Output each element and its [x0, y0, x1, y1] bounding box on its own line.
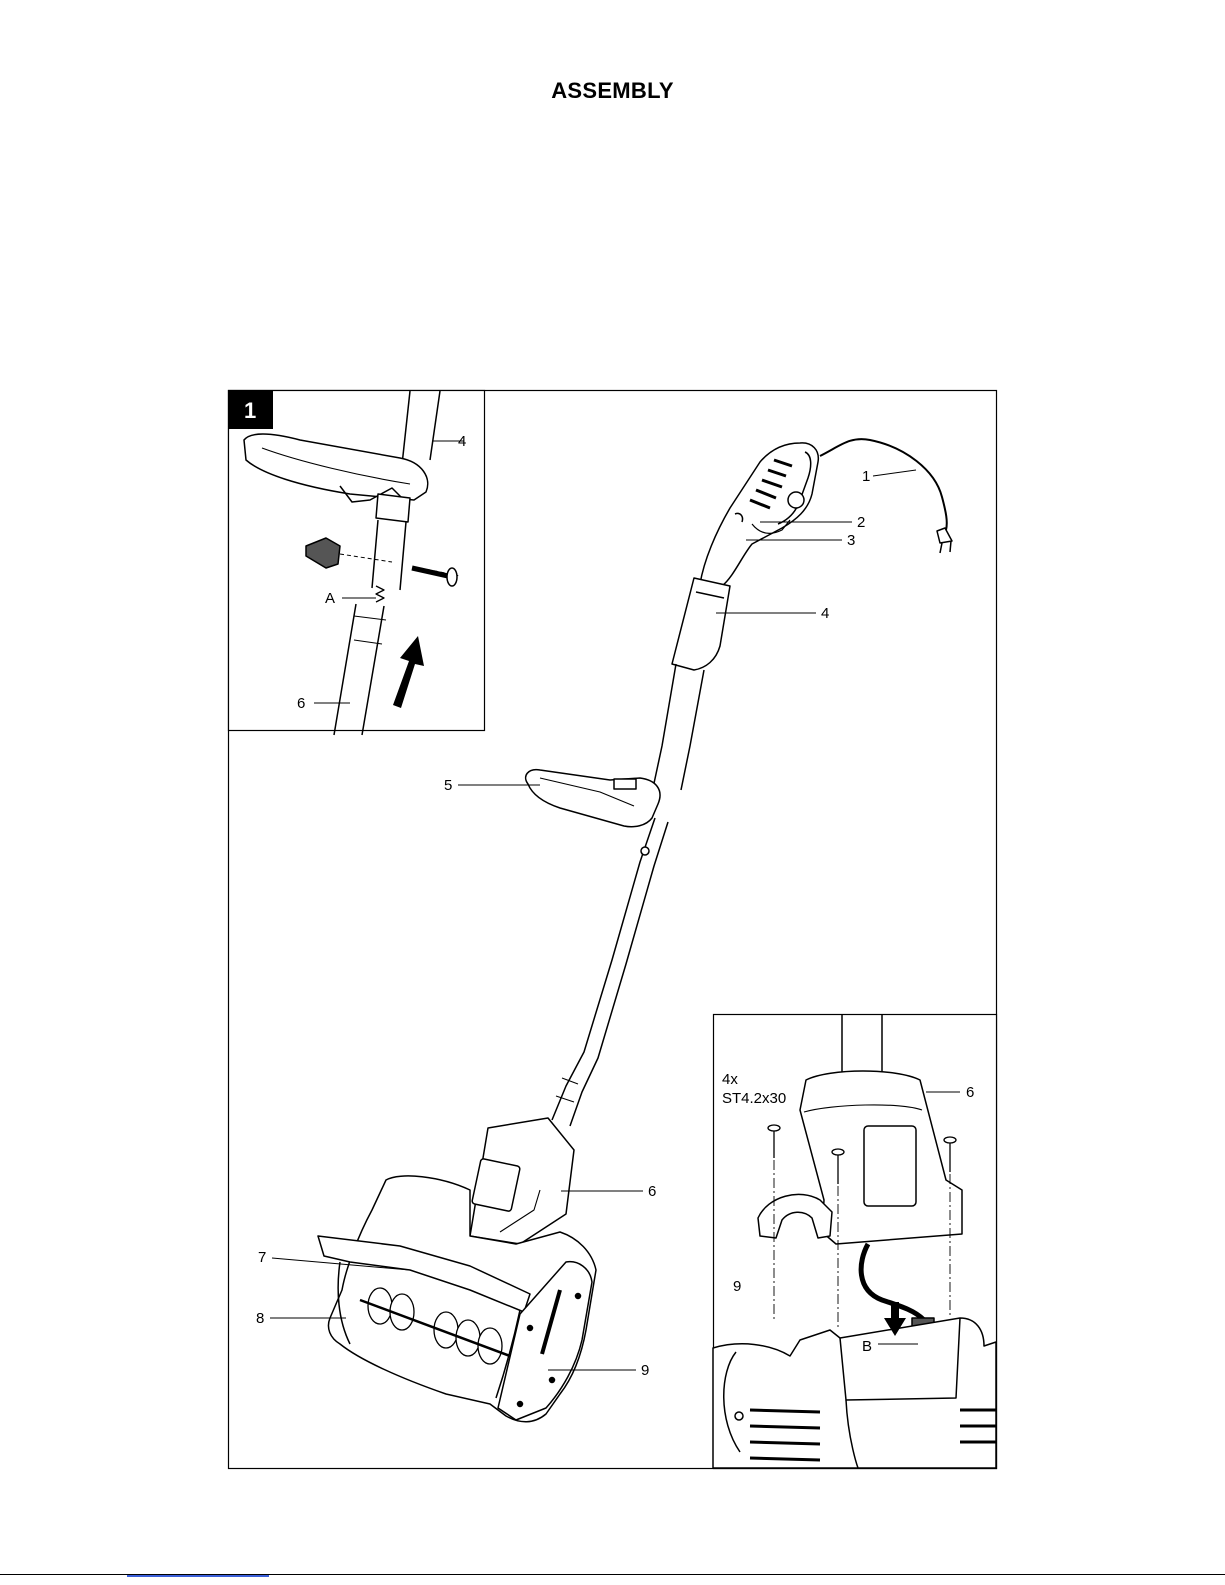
label-trigger: 3 — [847, 532, 855, 549]
inset-motor-cover-assembly — [713, 1015, 997, 1469]
inset-label-screw-spec: ST4.2x30 — [722, 1090, 786, 1107]
label-chute: 7 — [258, 1249, 266, 1266]
step-number: 1 — [244, 398, 256, 423]
label-upper-handle: 4 — [821, 605, 829, 622]
label-housing: 9 — [641, 1362, 649, 1379]
label-switch-lock: 2 — [857, 514, 865, 531]
inset-label-quantity: 4x — [722, 1071, 738, 1088]
inset-handle-assembly — [229, 391, 485, 736]
inset-label-lower-tube: 6 — [297, 695, 305, 712]
inset-label-spring-button: A — [325, 590, 335, 607]
label-aux-handle: 5 — [444, 777, 452, 794]
label-auger: 8 — [256, 1310, 264, 1327]
inset-label-housing: 9 — [733, 1278, 741, 1295]
inset-label-connector: B — [862, 1338, 872, 1355]
label-lower-tube: 6 — [648, 1183, 656, 1200]
inset-label-motor-cover: 6 — [966, 1084, 974, 1101]
footer-link-underline — [127, 1575, 269, 1577]
label-cord: 1 — [862, 468, 870, 485]
inset-label-upper-tube: 4 — [458, 433, 466, 450]
